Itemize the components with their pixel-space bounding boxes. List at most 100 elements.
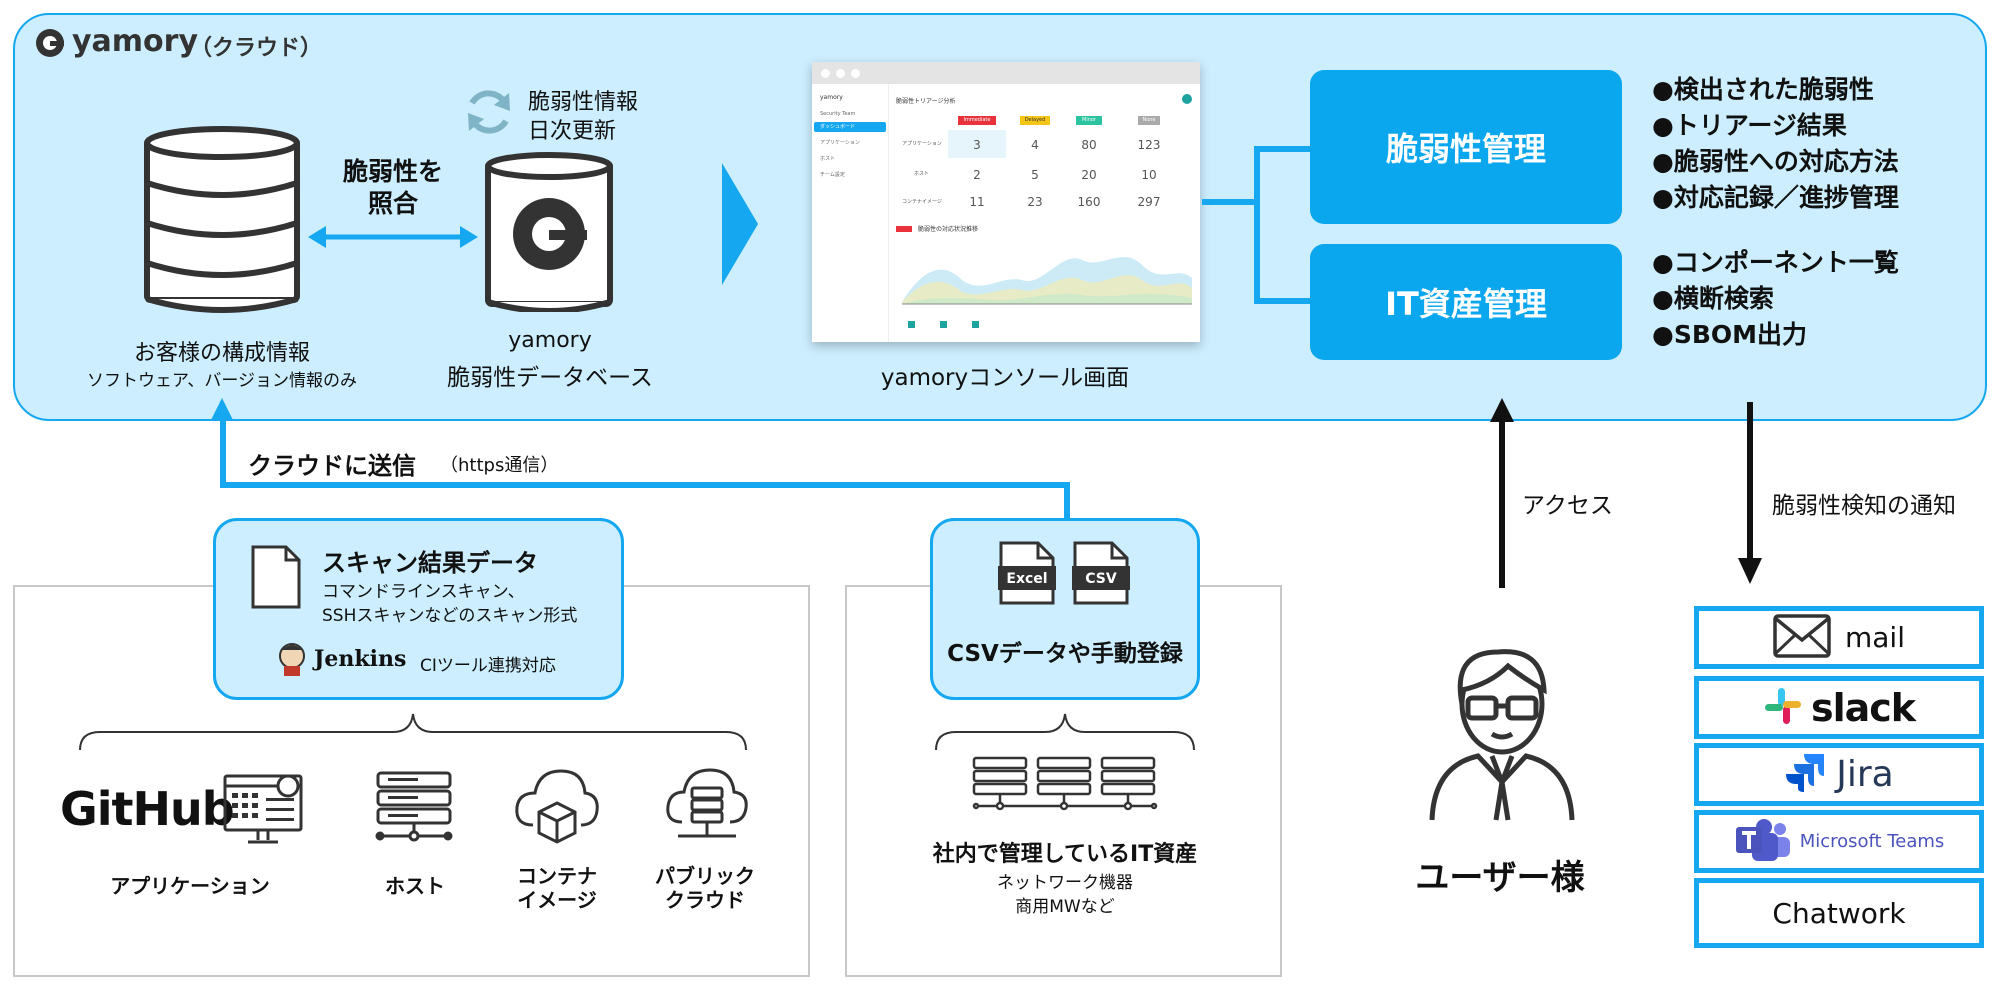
scan-desc-1: コマンドラインスキャン、 — [322, 582, 525, 602]
jira-icon — [1784, 752, 1826, 798]
slack-icon — [1763, 686, 1803, 730]
refresh-icon — [462, 85, 516, 143]
yamory-logo-icon — [34, 27, 66, 63]
vuln-database-icon — [483, 152, 615, 316]
console-col-3: None — [1138, 116, 1160, 125]
document-icon — [250, 544, 302, 614]
console-cell: 5 — [1031, 168, 1039, 182]
bullet-item: ●対応記録／進捗管理 — [1652, 183, 1899, 212]
bullet-item: ●脆弱性への対応方法 — [1652, 147, 1899, 176]
notify-arrow-icon — [1738, 402, 1762, 588]
customer-db-title: お客様の構成情報 — [133, 341, 310, 366]
chatwork-channel: Chatwork — [1694, 878, 1984, 948]
csv-file-icon — [1072, 540, 1130, 610]
console-row-1-label: ホスト — [914, 171, 930, 177]
console-cell: 4 — [1031, 138, 1039, 152]
console-cell: 123 — [1137, 138, 1161, 152]
ci-label: CIツール連携対応 — [420, 656, 556, 676]
brace-icon — [934, 712, 1196, 756]
console-col-2: Minor — [1076, 116, 1102, 125]
bullet-item: ●SBOM出力 — [1652, 320, 1808, 349]
customer-db-subtitle: ソフトウェア、バージョン情報のみ — [87, 371, 357, 391]
console-sidebar-1: ダッシュボード — [820, 124, 856, 130]
csv-title: CSVデータや手動登録 — [947, 641, 1183, 667]
connector-line — [1254, 146, 1260, 304]
it-asset-bullets: ●コンポーネント一覧 ●横断検索 ●SBOM出力 — [1652, 245, 1899, 353]
brand-name: yamory — [72, 24, 199, 59]
csv-label: CSV — [1085, 571, 1117, 587]
connector-line — [1254, 298, 1312, 304]
console-cell: 23 — [1027, 195, 1043, 209]
mail-icon — [1773, 613, 1831, 662]
mail-channel: mail — [1694, 606, 1984, 669]
public-cloud-label-1: パブリック — [655, 864, 755, 888]
console-cell: 80 — [1081, 138, 1097, 152]
upload-arrow-icon — [211, 398, 233, 428]
send-line — [220, 416, 226, 488]
console-cell: 2 — [973, 168, 981, 182]
console-sidebar-2: アプリケーション — [820, 140, 860, 146]
jira-label: Jira — [1836, 754, 1894, 795]
github-logo: GitHub — [60, 782, 235, 836]
bullet-item: ●検出された脆弱性 — [1652, 75, 1874, 104]
excel-label: Excel — [1006, 571, 1048, 587]
application-monitor-icon — [222, 768, 308, 852]
mail-label: mail — [1845, 621, 1905, 654]
vuln-management-bullets: ●検出された脆弱性 ●トリアージ結果 ●脆弱性への対応方法 ●対応記録／進捗管理 — [1652, 72, 1899, 216]
console-chart-title: 脆弱性の対応状況推移 — [918, 226, 979, 233]
console-cell: 20 — [1081, 168, 1097, 182]
send-line — [1064, 482, 1070, 518]
brace-icon — [78, 712, 748, 756]
console-row-0-label: アプリケーション — [902, 141, 942, 147]
container-cloud-icon — [513, 765, 601, 849]
console-sidebar-3: ホスト — [820, 156, 836, 162]
bullet-item: ●横断検索 — [1652, 284, 1774, 313]
container-label-2: イメージ — [517, 888, 597, 912]
update-label-2: 日次更新 — [528, 119, 617, 144]
teams-icon — [1734, 817, 1792, 867]
host-label: ホスト — [385, 874, 445, 898]
bullet-item: ●トリアージ結果 — [1652, 111, 1847, 140]
vuln-db-subtitle: 脆弱性データベース — [447, 365, 653, 391]
scan-desc-2: SSHスキャンなどのスキャン形式 — [322, 606, 578, 626]
vuln-management-box: 脆弱性管理 — [1310, 70, 1622, 224]
jenkins-icon — [276, 642, 308, 680]
match-arrow-icon — [308, 222, 478, 256]
console-caption: yamoryコンソール画面 — [880, 365, 1130, 391]
it-assets-title: 社内で管理しているIT資産 — [932, 842, 1198, 867]
console-cell: 10 — [1141, 168, 1157, 182]
public-cloud-icon — [664, 766, 750, 852]
network-servers-icon — [972, 756, 1158, 816]
teams-channel: Microsoft Teams — [1694, 810, 1984, 873]
match-label-2: 照合 — [367, 189, 418, 218]
console-area-chart — [902, 240, 1192, 314]
user-avatar-icon — [1422, 632, 1582, 826]
console-brand: yamory — [820, 94, 843, 101]
container-label-1: コンテナ — [517, 864, 597, 888]
console-sidebar-0: Security Team — [820, 111, 856, 117]
console-sidebar-4: チーム設定 — [820, 172, 845, 178]
csv-box — [930, 518, 1200, 700]
user-name: ユーザー様 — [1415, 858, 1585, 898]
slack-channel: slack — [1694, 676, 1984, 739]
match-label-1: 脆弱性を — [342, 157, 443, 186]
excel-file-icon — [998, 540, 1056, 610]
send-label: クラウドに送信 — [248, 452, 416, 480]
customer-database-icon — [142, 125, 302, 319]
flow-chevron-icon — [722, 163, 758, 289]
send-line — [220, 482, 1070, 488]
console-cell: 160 — [1077, 195, 1101, 209]
teams-label: Microsoft Teams — [1799, 831, 1945, 852]
console-row-2-label: コンテナイメージ — [902, 199, 942, 205]
slack-label: slack — [1810, 685, 1916, 730]
vuln-db-title: yamory — [508, 328, 592, 353]
notify-label: 脆弱性検知の通知 — [1772, 493, 1956, 519]
brand-suffix: （クラウド） — [190, 36, 323, 61]
jenkins-label: Jenkins — [314, 646, 407, 672]
access-arrow-icon — [1490, 398, 1514, 592]
it-assets-sub-1: ネットワーク機器 — [997, 873, 1133, 893]
console-cell: 11 — [969, 195, 985, 209]
console-title: 脆弱性トリアージ分析 — [896, 98, 956, 105]
bullet-item: ●コンポーネント一覧 — [1652, 248, 1899, 277]
public-cloud-label-2: クラウド — [665, 888, 745, 912]
